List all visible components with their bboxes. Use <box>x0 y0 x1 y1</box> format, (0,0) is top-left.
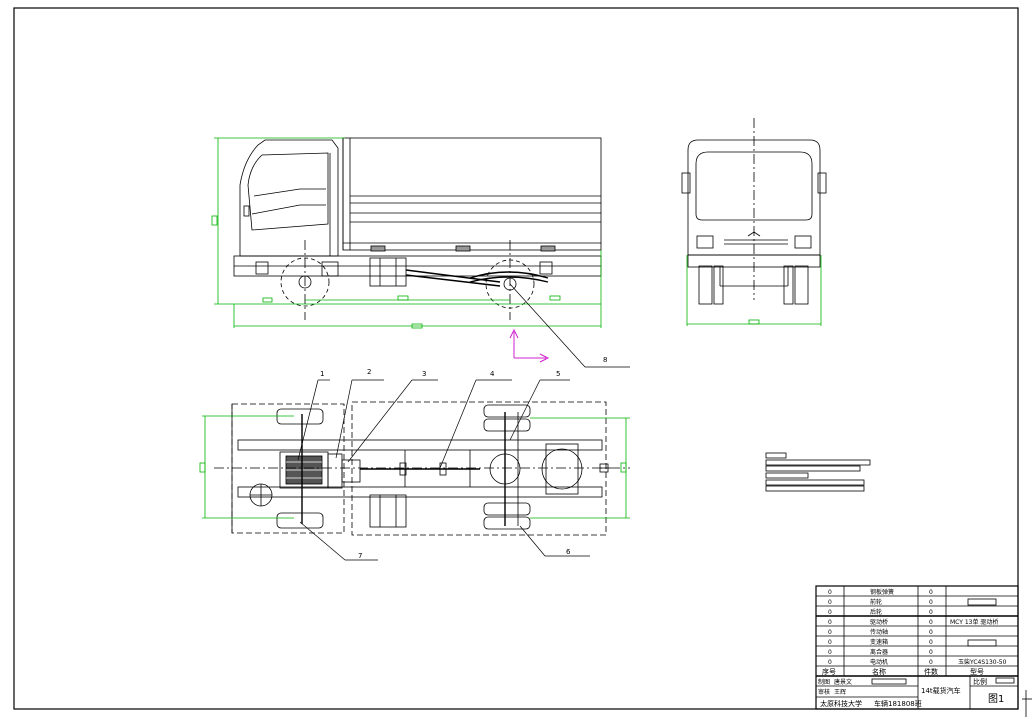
row-6-qty: 0 <box>929 639 933 646</box>
header-no: 序号 <box>822 667 836 676</box>
header-spec: 型号 <box>970 667 984 676</box>
header-qty: 件数 <box>924 667 938 676</box>
row-3-qty: 0 <box>929 609 933 616</box>
ucs-axis-icon <box>509 328 550 363</box>
row-1-qty: 0 <box>929 589 933 596</box>
title-block-frame <box>815 585 1032 717</box>
header-name: 名称 <box>872 667 886 676</box>
callout-8: 8 <box>603 356 607 364</box>
front-view-dimensions <box>686 255 822 326</box>
callout-6: 6 <box>566 548 571 556</box>
row-4-qty: 0 <box>929 619 933 626</box>
school-name: 太原科技大学 <box>820 699 862 708</box>
row-4-no: 0 <box>828 619 832 626</box>
top-view-dimensions <box>199 415 630 519</box>
reviewer-label: 审核 <box>818 688 830 696</box>
row-8-no: 0 <box>828 659 832 666</box>
mini-table <box>765 452 871 492</box>
side-view <box>233 137 602 320</box>
row-8-qty: 0 <box>929 659 933 666</box>
designer-name: 唐景文 <box>834 678 852 686</box>
row-3-no: 0 <box>828 609 832 616</box>
row-8-spec: 玉柴YC4S130-50 <box>958 658 1007 666</box>
row-3-name: 后轮 <box>870 608 882 616</box>
row-2-no: 0 <box>828 599 832 606</box>
figure-number: 图1 <box>988 693 1004 705</box>
row-6-name: 变速箱 <box>870 638 888 646</box>
row-6-no: 0 <box>828 639 832 646</box>
row-1-no: 0 <box>828 589 832 596</box>
scale-label: 比例 <box>973 677 987 686</box>
leader-8 <box>509 283 630 368</box>
class-info: 车辆181808班 <box>874 699 922 708</box>
title-block-header: 序号 名称 件数 型号 <box>822 667 984 676</box>
title-block-signatures: 制图 唐景文 审核 王辉 14t载货汽车 比例 图1 太原科技大学 车辆1818… <box>818 677 1004 708</box>
row-7-qty: 0 <box>929 649 933 656</box>
drawing-title: 14t载货汽车 <box>921 686 961 695</box>
row-5-qty: 0 <box>929 629 933 636</box>
row-7-name: 离合器 <box>870 648 888 656</box>
callout-3: 3 <box>422 370 426 378</box>
side-view-dimensions <box>211 137 602 329</box>
row-4-spec: MCY 13单 驱动桥 <box>950 618 998 626</box>
row-2-qty: 0 <box>929 599 933 606</box>
row-2-name: 前轮 <box>870 598 882 606</box>
top-view-leaders <box>297 379 590 561</box>
row-5-no: 0 <box>828 629 832 636</box>
row-5-name: 传动轴 <box>870 628 888 636</box>
row-4-name: 驱动桥 <box>870 618 888 626</box>
title-block-rows: 0 钢板弹簧 0 0 前轮 0 0 后轮 0 0 驱动桥 0 MCY 13单 驱… <box>828 588 1007 666</box>
reviewer-name: 王辉 <box>834 688 846 696</box>
callout-5: 5 <box>556 370 560 378</box>
callout-4: 4 <box>490 370 495 378</box>
row-1-name: 钢板弹簧 <box>870 588 894 596</box>
designer-label: 制图 <box>818 678 830 686</box>
callout-7: 7 <box>358 552 362 560</box>
top-view <box>214 401 630 536</box>
sheet-border <box>13 7 1019 710</box>
callout-2: 2 <box>367 368 371 376</box>
row-7-no: 0 <box>828 649 832 656</box>
front-view <box>681 118 827 305</box>
callout-1: 1 <box>320 370 324 378</box>
row-8-name: 电动机 <box>870 658 888 666</box>
